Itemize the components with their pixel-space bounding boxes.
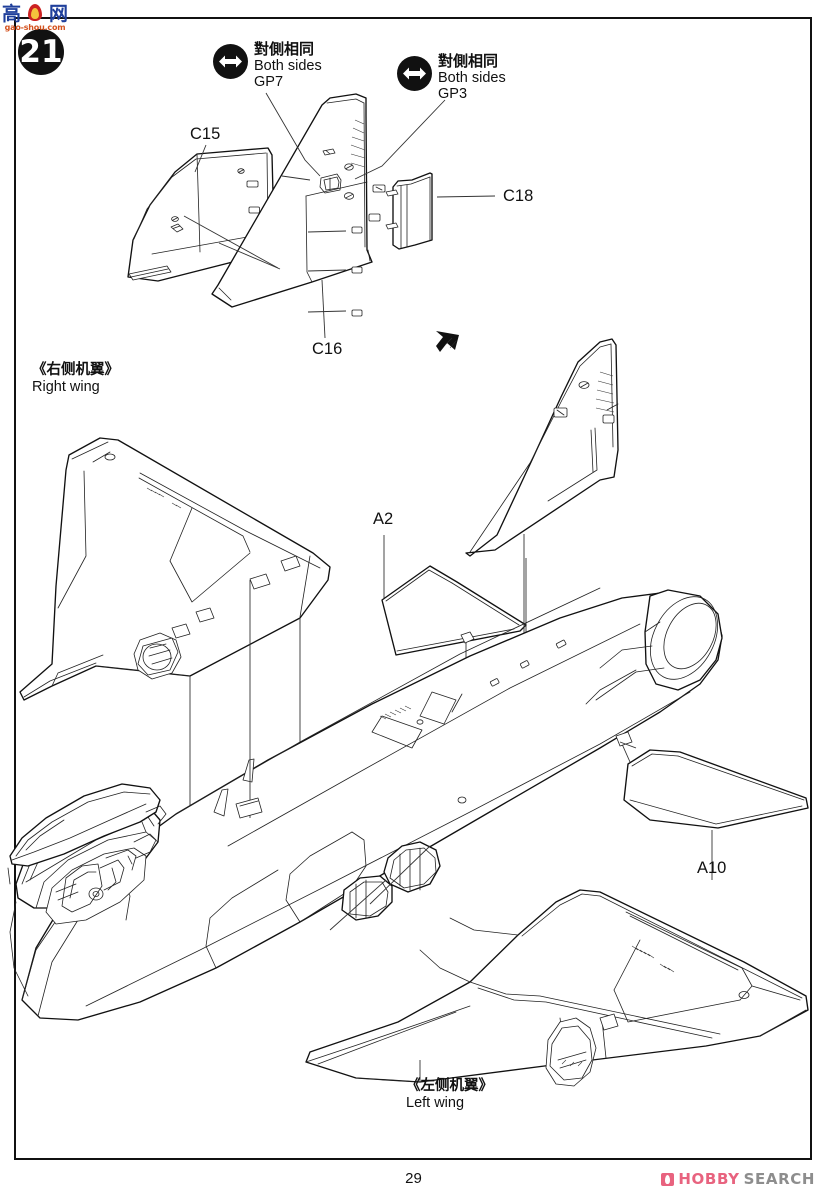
part-label-c18: C18 xyxy=(503,187,534,205)
label-left-wing-en: Left wing xyxy=(406,1094,465,1111)
watermark-han-right: 网 xyxy=(48,2,68,25)
part-label-c16: C16 xyxy=(312,340,343,358)
wing-attach-guides xyxy=(236,580,430,930)
part-label-a10: A10 xyxy=(697,859,727,877)
callout-gp7-text: 對側相同 Both sides GP7 xyxy=(254,41,322,90)
assembled-vertical-tail xyxy=(466,339,618,676)
flame-icon xyxy=(24,3,46,25)
callout-gp3-text: 對側相同 Both sides GP3 xyxy=(438,53,506,102)
callout-gp3-part: GP3 xyxy=(438,86,468,103)
part-label-a2: A2 xyxy=(373,510,394,528)
page-number: 29 xyxy=(405,1170,422,1187)
callout-gp3-en: Both sides xyxy=(438,69,506,86)
assembled-fuselage xyxy=(8,585,731,1020)
both-sides-arrow-icon xyxy=(397,56,432,91)
both-sides-arrow-icon xyxy=(213,44,248,79)
callout-gp7-cn: 對側相同 xyxy=(254,40,315,58)
part-left-wing xyxy=(306,890,808,1086)
step-number-badge: 21 xyxy=(18,29,64,75)
watermark-url: gao-shou.com xyxy=(4,23,66,32)
assembly-direction-arrow xyxy=(436,331,459,352)
label-right-wing-en: Right wing xyxy=(32,378,100,395)
part-right-wing xyxy=(20,438,330,820)
hobby-search-logo: HOBBY SEARCH xyxy=(661,1170,815,1188)
callout-gp3-cn: 對側相同 xyxy=(438,52,499,70)
watermark-han-left: 高 xyxy=(2,2,22,25)
gao-shou-watermark-logo: 高 网 gao-shou.com xyxy=(2,2,68,36)
label-right-wing: 《右侧机翼》 Right wing xyxy=(32,362,119,395)
part-label-c15: C15 xyxy=(190,125,221,143)
part-a10-shape xyxy=(616,732,808,880)
hobby-search-brand-secondary: SEARCH xyxy=(743,1170,815,1188)
part-c15-shape xyxy=(128,148,274,281)
hobby-search-brand-primary: HOBBY xyxy=(678,1170,740,1188)
label-right-wing-cn: 《右侧机翼》 xyxy=(32,362,119,378)
part-leader-lines xyxy=(184,93,495,338)
label-left-wing-cn: 《左侧机翼》 xyxy=(406,1078,493,1094)
label-left-wing: 《左侧机翼》 Left wing xyxy=(406,1078,493,1111)
callout-gp7-part: GP7 xyxy=(254,74,284,91)
hobby-search-mark-icon xyxy=(661,1172,675,1186)
part-c18-shape xyxy=(386,173,432,249)
part-a2-shape xyxy=(382,534,526,664)
callout-gp7-en: Both sides xyxy=(254,57,322,74)
